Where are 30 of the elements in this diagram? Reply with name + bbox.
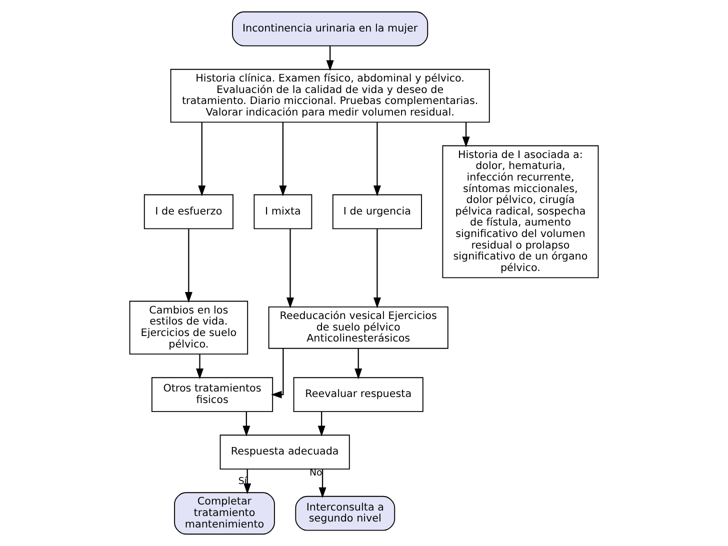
arrow [286,228,294,308]
node-box: I de urgencia [332,194,422,230]
edge-label: Sí [238,476,247,488]
node-box: Interconsulta a segundo nivel [295,496,396,531]
node-box: Reeducación vesical Ejercicios de suelo pélvico Anticolinesterásicos [268,306,448,349]
node-box: Historia de I asociada a: dolor, hematuria, infección recurrente, síntomas miccionales, dolor pélvico, cirugía pélvica radical, sospecha de fístula, aumento significativo del volumen residual o prolapso significativo de un órgano pélvico. [442,145,599,278]
node-box: Completar tratamiento mantenimiento [174,492,275,535]
arrow [244,469,252,494]
arrow [373,122,381,196]
node-box: Reevaluar respuesta [293,377,424,412]
arrow [326,46,334,71]
node-box: Historia clínica. Examen físico, abdominal y pélvico. Evaluación de la calidad de vida y deseo de tratamiento. Diario miccional. Pruebas complementarias. Valorar indicación para medir volumen residual. [170,68,490,123]
node-box: Cambios en los estilos de vida. Ejercicios de suelo pélvico. [129,300,248,355]
arrow [279,122,287,196]
arrow [196,354,204,380]
arrow [184,228,192,303]
arrow [271,348,284,398]
arrow [354,348,362,380]
node-box: I de esfuerzo [144,194,234,230]
node-box: Incontinencia urinaria en la mujer [232,11,428,46]
node-box: Otros tratamientos fisicos [151,377,274,412]
arrow [318,469,326,498]
edge-label: No [310,468,322,479]
arrow [373,228,381,308]
arrow [318,412,326,437]
arrow [198,122,206,196]
node-box: Respuesta adecuada [220,434,350,470]
arrow [242,412,250,437]
arrow [462,122,470,148]
node-box: I mixta [254,194,312,230]
